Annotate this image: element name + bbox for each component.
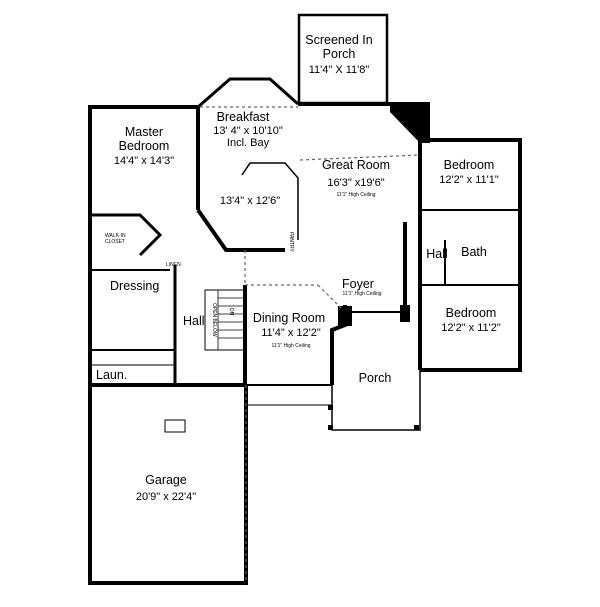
screened-porch-name-1: Screened In bbox=[305, 33, 372, 47]
stair-treads bbox=[217, 290, 245, 350]
hall-left-name: Hall bbox=[183, 314, 205, 328]
bedroom-2-name: Bedroom bbox=[446, 306, 497, 320]
porch-name: Porch bbox=[359, 371, 392, 385]
dining-room-ceiling: 11'1" High Ceiling bbox=[271, 343, 310, 349]
bedroom-2-size: 12'2" x 11'2" bbox=[441, 322, 501, 334]
foyer-name: Foyer bbox=[342, 277, 374, 291]
great-room-size: 16'3" x19'6" bbox=[327, 177, 384, 189]
dressing-name: Dressing bbox=[110, 279, 159, 293]
master-bedroom-size: 14'4" x 14'3" bbox=[114, 155, 174, 167]
room-labels: Screened In Porch 11'4" X 11'8" Breakfas… bbox=[96, 33, 501, 503]
linen-label: LINEN bbox=[166, 262, 181, 268]
dining-room-name: Dining Room bbox=[253, 311, 325, 325]
breakfast-size: 13' 4" x 10'10" bbox=[213, 125, 283, 137]
kitchen-size: 13'4" x 12'6" bbox=[220, 195, 280, 207]
open-below-label: OPEN BELOW bbox=[211, 303, 217, 337]
walls bbox=[88, 13, 522, 585]
laundry-name: Laun. bbox=[96, 368, 127, 382]
walk-in-closet-2: CLOSET bbox=[105, 239, 125, 245]
bedroom-1-name: Bedroom bbox=[444, 158, 495, 172]
walk-in-closet-1: WALK-IN bbox=[105, 233, 126, 239]
dining-room-size: 11'4" x 12'2" bbox=[261, 327, 321, 339]
breakfast-name: Breakfast bbox=[217, 110, 270, 124]
master-bedroom-name-2: Bedroom bbox=[119, 139, 170, 153]
bath-name: Bath bbox=[461, 245, 487, 259]
screened-porch-name-2: Porch bbox=[323, 47, 356, 61]
hall-right-name: Hall bbox=[426, 247, 448, 261]
garage-size: 20'9" x 22'4" bbox=[136, 491, 196, 503]
great-room-name: Great Room bbox=[322, 158, 390, 172]
pantry-label: PANTRY bbox=[288, 232, 294, 252]
bedroom-1-size: 12'2" x 11'1" bbox=[439, 174, 499, 186]
breakfast-note: Incl. Bay bbox=[227, 137, 270, 149]
master-bedroom-name-1: Master bbox=[125, 125, 163, 139]
garage-name: Garage bbox=[145, 473, 187, 487]
screened-porch-size: 11'4" X 11'8" bbox=[309, 64, 370, 76]
great-room-ceiling: 11'1" High Ceiling bbox=[336, 192, 375, 198]
foyer-ceiling: 11'1" High Ceiling bbox=[342, 291, 381, 297]
stairs-dn-label: DN bbox=[228, 308, 234, 316]
